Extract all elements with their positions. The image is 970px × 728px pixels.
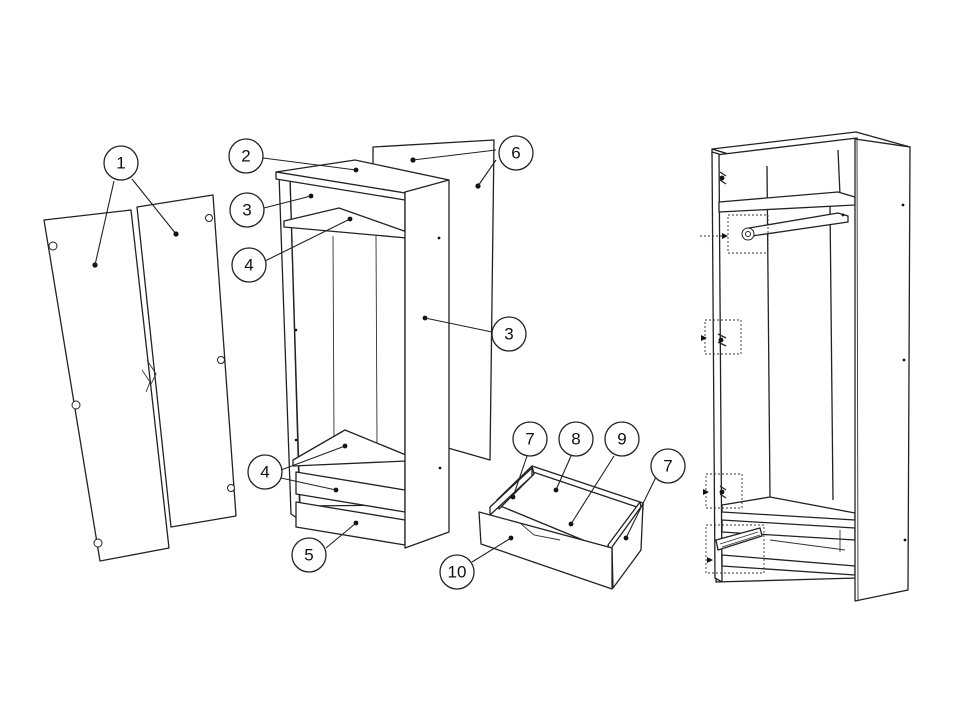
- svg-text:1: 1: [116, 154, 125, 173]
- wardrobe-assembled-view: [700, 131, 911, 602]
- svg-text:6: 6: [511, 144, 520, 163]
- door-panel-right: [136, 194, 237, 528]
- svg-text:8: 8: [571, 430, 580, 449]
- svg-text:2: 2: [241, 147, 250, 166]
- callout-6: 6: [498, 135, 534, 171]
- leader-lines: [94, 149, 658, 563]
- callout-9: 9: [604, 421, 640, 457]
- callout-2: 2: [228, 138, 264, 174]
- callout-3-top: 3: [229, 192, 265, 228]
- svg-text:4: 4: [244, 256, 253, 275]
- callout-8: 8: [558, 421, 594, 457]
- callout-4-lower-shelf: 4: [247, 454, 283, 490]
- callout-5: 5: [291, 537, 327, 573]
- svg-text:4: 4: [260, 463, 269, 482]
- callout-4-upper-shelf: 4: [231, 247, 267, 283]
- svg-text:5: 5: [304, 546, 313, 565]
- svg-text:7: 7: [525, 430, 534, 449]
- svg-text:10: 10: [448, 563, 467, 582]
- svg-text:3: 3: [504, 325, 513, 344]
- svg-text:3: 3: [242, 201, 251, 220]
- callout-7-left: 7: [512, 421, 548, 457]
- svg-text:9: 9: [617, 430, 626, 449]
- callout-10: 10: [439, 554, 475, 590]
- callout-3-side: 3: [491, 316, 527, 352]
- svg-text:7: 7: [663, 457, 672, 476]
- wardrobe-carcass-exploded: [275, 159, 450, 549]
- callout-1: 1: [103, 145, 139, 181]
- drawer-exploded: [478, 465, 644, 590]
- callout-7-right: 7: [650, 448, 686, 484]
